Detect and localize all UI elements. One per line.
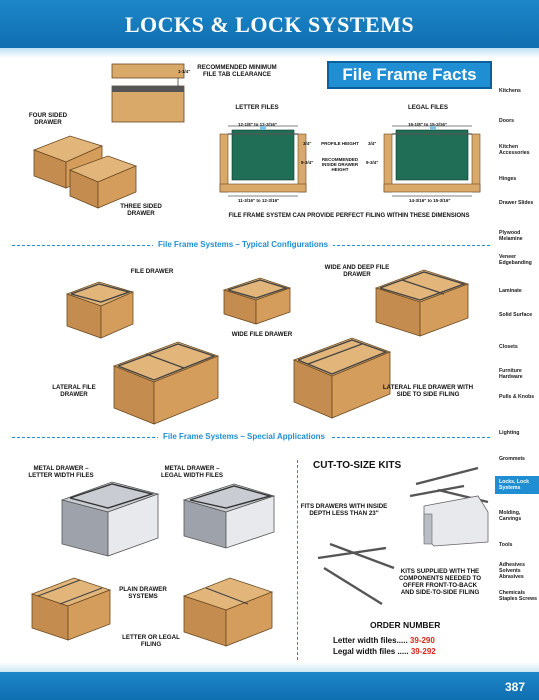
tab-clearance-illustration [111,63,185,123]
sidebar-item-locks[interactable]: Locks, Lock Systems [495,476,539,494]
kits-fits-text: FITS DRAWERS WITH INSIDE DEPTH LESS THAN… [300,503,388,517]
order-letter-line: Letter width files..... 39-290 [333,636,435,645]
kits-supplied-text: KITS SUPPLIED WITH THE COMPONENTS NEEDED… [398,568,482,596]
plain-drawer-label: PLAIN DRAWER SYSTEMS [119,586,167,600]
footer-fade [0,662,539,672]
wide-deep-label: WIDE AND DEEP FILE DRAWER [324,264,390,278]
order-legal-line: Legal width files ..... 39-292 [333,647,436,656]
legal-bottom-dim: 14-3/16" to 15-3/16" [409,198,451,203]
order-letter-label: Letter width files..... [333,636,408,645]
wide-file-drawer-label: WIDE FILE DRAWER [231,331,293,338]
plain-drawer-left-illustration [30,577,112,641]
metal-legal-drawer-illustration [182,483,276,549]
lateral-label: LATERAL FILE DRAWER [52,384,96,398]
sidebar-item-veneer-edgebanding[interactable]: Veneer Edgebanding [499,254,532,266]
profile-height-label: PROFILE HEIGHT [321,141,359,146]
kits-divider [297,460,298,660]
special-section-title: File Frame Systems – Special Application… [158,432,330,441]
lateral-side-label: LATERAL FILE DRAWER WITH SIDE TO SIDE FI… [382,384,474,398]
sidebar-item-tools[interactable]: Tools [499,542,513,548]
header-fade [0,48,539,58]
sidebar-item-molding-carvings[interactable]: Molding, Carvings [499,510,522,522]
page-header: LOCKS & LOCK SYSTEMS [0,0,539,48]
letter-files-diagram [219,125,307,197]
letter-files-title: LETTER FILES [235,104,279,111]
letter-or-legal-label: LETTER OR LEGAL FILING [122,634,180,648]
legal-side-dim: 9-3/4" [366,160,379,165]
legal-files-diagram [383,125,481,197]
metal-legal-label: METAL DRAWER – LEGAL WIDTH FILES [160,465,224,479]
sidebar-item-laminate[interactable]: Laminate [499,288,522,294]
category-sidebar: Kitchens Doors Kitchen Accessories Hinge… [495,82,539,622]
metal-letter-drawer-illustration [60,481,160,557]
order-legal-number: 39-292 [410,647,436,656]
three-sided-label: THREE SIDED DRAWER [120,203,162,217]
clearance-dim: 1-1/4" [178,69,191,74]
lateral-drawer-illustration [112,341,220,425]
file-drawer-illustration [65,281,135,339]
sidebar-item-drawer-slides[interactable]: Drawer Slides [499,200,534,206]
file-frame-facts-box: File Frame Facts [327,61,492,89]
kits-title: CUT-TO-SIZE KITS [313,460,402,471]
wide-file-drawer-illustration [222,277,292,325]
sidebar-item-pulls-knobs[interactable]: Pulls & Knobs [499,394,535,400]
wide-deep-drawer-illustration [374,269,470,337]
plain-drawer-right-illustration [182,577,274,647]
clearance-label: RECOMMENDED MINIMUM FILE TAB CLEARANCE [197,64,277,78]
sidebar-item-kitchens[interactable]: Kitchens [499,88,521,94]
sidebar-item-kitchen-accessories[interactable]: Kitchen Accessories [499,144,530,156]
order-letter-number: 39-290 [409,636,435,645]
sidebar-item-furniture-hardware[interactable]: Furniture Hardware [499,368,523,380]
sidebar-item-hinges[interactable]: Hinges [499,176,517,182]
four-sided-label: FOUR SIDED DRAWER [28,112,68,126]
legal-files-title: LEGAL FILES [407,104,449,111]
sidebar-item-adhesives[interactable]: Adhesives Solvents Abrasives [499,562,525,580]
sidebar-item-grommets[interactable]: Grommets [499,456,525,462]
sidebar-item-closets[interactable]: Closets [499,344,518,350]
page-number: 387 [504,680,525,694]
sidebar-item-chemicals[interactable]: Chemicals Staples Screws [499,590,538,602]
dimensions-caption: FILE FRAME SYSTEM CAN PROVIDE PERFECT FI… [228,213,470,219]
sidebar-item-plywood-melamine[interactable]: Plywood Melamine [499,230,523,242]
page-footer: 387 [0,672,539,700]
four-sided-drawer-illustration [32,135,138,209]
letter-bottom-dim: 11-3/16" to 12-3/16" [238,198,280,203]
sidebar-item-doors[interactable]: Doors [499,118,514,124]
file-drawer-label: FILE DRAWER [130,268,174,275]
inside-height-label: RECOMMENDED INSIDE DRAWER HEIGHT [321,157,359,172]
order-number-title: ORDER NUMBER [370,620,441,630]
kit-rails-top-illustration [409,466,489,547]
letter-profile-dim: 3/4" [303,141,312,146]
metal-letter-label: METAL DRAWER – LETTER WIDTH FILES [28,465,94,479]
typical-section-title: File Frame Systems – Typical Configurati… [153,240,334,249]
legal-profile-dim: 3/4" [368,141,377,146]
letter-top-dim: 12-1/8" to 12-3/16" [238,122,278,127]
sidebar-item-solid-surface[interactable]: Solid Surface [499,312,533,318]
kit-rails-bottom-illustration [317,542,395,606]
sidebar-item-lighting[interactable]: Lighting [499,430,520,436]
lateral-side-drawer-illustration [292,337,392,419]
order-legal-label: Legal width files ..... [333,647,409,656]
legal-top-dim: 15-1/8" to 15-3/16" [408,122,448,127]
page-title: LOCKS & LOCK SYSTEMS [124,12,415,37]
letter-side-dim: 9-3/4" [301,160,314,165]
